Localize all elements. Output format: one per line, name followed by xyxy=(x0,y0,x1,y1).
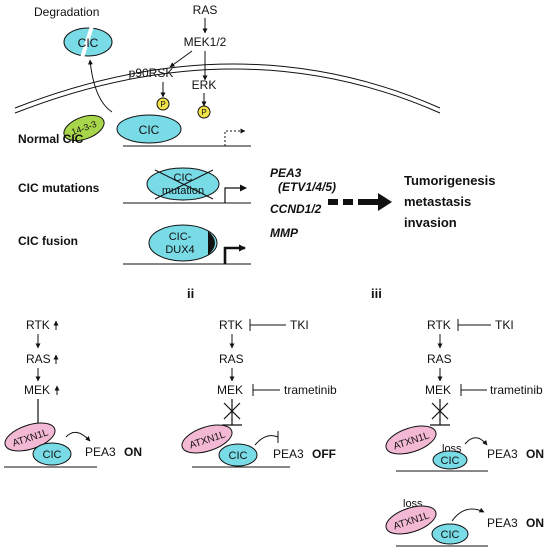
weak-transcription-arrow xyxy=(224,128,246,146)
panel-iii-block-b xyxy=(431,402,449,420)
panel-iv-atxn1l xyxy=(385,505,437,535)
target-etv: (ETV1/4/5) xyxy=(278,180,336,194)
mutant-cic-line2: mutation xyxy=(162,185,204,197)
dux4-domain xyxy=(208,231,215,255)
panel-ii-state: OFF xyxy=(312,447,336,461)
panel-iii-tram: trametinib xyxy=(490,383,543,397)
panel-iii-atxn1l xyxy=(385,425,437,455)
panel-iv-cic-label: CIC xyxy=(441,529,460,541)
panel-iii: iii RTK TKI RAS MEK trametinib ATXN1L lo… xyxy=(371,286,544,472)
degraded-cic-label: CIC xyxy=(78,36,99,50)
phospho-site-1 xyxy=(156,97,170,111)
panel-i: RTK RAS MEK ATXN1L CIC PEA3 ON xyxy=(4,318,142,468)
panel-ii-block-b xyxy=(223,402,241,420)
panel-iv-state: ON xyxy=(526,516,544,530)
target-pea3: PEA3 xyxy=(270,166,302,180)
mek-label: MEK1/2 xyxy=(184,35,227,49)
panel-i-mek: MEK xyxy=(24,383,50,397)
panel-iii-tki: TKI xyxy=(495,318,514,332)
panel-iv: loss ATXN1L CIC PEA3 ON xyxy=(385,498,544,547)
panel-ii-pea3: PEA3 xyxy=(273,447,304,461)
row-label-fusion: CIC fusion xyxy=(18,234,78,248)
mutant-cic-line1: CIC xyxy=(174,172,193,184)
panel-ii-tki: TKI xyxy=(290,318,309,332)
phospho-label-1: P xyxy=(160,100,165,109)
panel-iv-pea3: PEA3 xyxy=(487,516,518,530)
strong-transcription-arrow xyxy=(223,244,246,264)
panel-ii-ras: RAS xyxy=(219,352,244,366)
phospho-label-2: P xyxy=(201,108,206,117)
fusion-protein xyxy=(148,224,218,262)
panel-iii-mek: MEK xyxy=(425,383,451,397)
panel-iii-state: ON xyxy=(526,447,544,461)
panel-ii-label: ii xyxy=(187,286,194,301)
cell-membrane-outer xyxy=(14,63,441,109)
panel-i-cic-label: CIC xyxy=(43,449,62,461)
panel-i-rtk: RTK xyxy=(26,318,50,332)
panel-iii-label: iii xyxy=(371,286,382,301)
panel-ii-tram: trametinib xyxy=(284,383,337,397)
mutation-cross-b xyxy=(154,169,214,200)
panel-iii-activation-arrow xyxy=(464,437,488,446)
panel-i-activation-arrow xyxy=(65,431,91,442)
panel-ii-atxn1l xyxy=(181,424,233,454)
panel-i-pea3: PEA3 xyxy=(85,445,116,459)
degraded-cic: CIC xyxy=(63,25,113,59)
panel-i-cic xyxy=(32,442,72,466)
panel-iii-cic-label: CIC xyxy=(441,455,460,467)
outcome-tumorigenesis: Tumorigenesis xyxy=(404,173,496,188)
row-label-normal: Normal CIC xyxy=(18,132,84,146)
phospho-site-2 xyxy=(197,105,211,119)
cell-membrane-inner xyxy=(14,68,441,114)
panel-ii: ii RTK TKI RAS MEK trametinib ATXN1L CIC… xyxy=(181,286,337,468)
panel-ii-rtk: RTK xyxy=(219,318,243,332)
panel-ii-repression-line xyxy=(254,435,279,446)
outcome-invasion: invasion xyxy=(404,215,457,230)
fusion-line1: CIC- xyxy=(169,231,192,243)
target-ccnd: CCND1/2 xyxy=(270,202,322,216)
ras-label: RAS xyxy=(193,3,218,17)
panel-ii-cic-label: CIC xyxy=(229,450,248,462)
row-label-mutations: CIC mutations xyxy=(18,181,100,195)
outcome-metastasis: metastasis xyxy=(404,194,471,209)
panel-iv-cic xyxy=(431,523,469,545)
panel-i-state: ON xyxy=(124,445,142,459)
p90rsk-label: p90RSK xyxy=(129,66,174,80)
panel-iii-pea3: PEA3 xyxy=(487,447,518,461)
fusion-line2: DUX4 xyxy=(165,244,194,256)
mek-p90rsk-arrow xyxy=(169,50,193,68)
panel-ii-cic xyxy=(218,443,258,467)
panel-iv-activation-arrow xyxy=(451,507,485,522)
cic-label: CIC xyxy=(139,123,160,137)
cic-protein xyxy=(116,114,182,144)
outcome-arrow xyxy=(328,193,392,211)
normal-cic-complex: 14-3-3 CIC P P xyxy=(63,97,211,144)
transcription-arrow-mutations xyxy=(224,184,247,203)
panel-i-ras: RAS xyxy=(26,352,51,366)
adapter-14-3-3 xyxy=(63,114,105,142)
panel-ii-mek: MEK xyxy=(217,383,243,397)
panel-iii-cic xyxy=(432,450,468,470)
panel-iii-ras: RAS xyxy=(427,352,452,366)
target-mmp: MMP xyxy=(270,226,299,240)
degradation-arrow xyxy=(87,59,113,113)
erk-label: ERK xyxy=(192,78,217,92)
degradation-label: Degradation xyxy=(34,5,99,19)
panel-iii-rtk: RTK xyxy=(427,318,451,332)
